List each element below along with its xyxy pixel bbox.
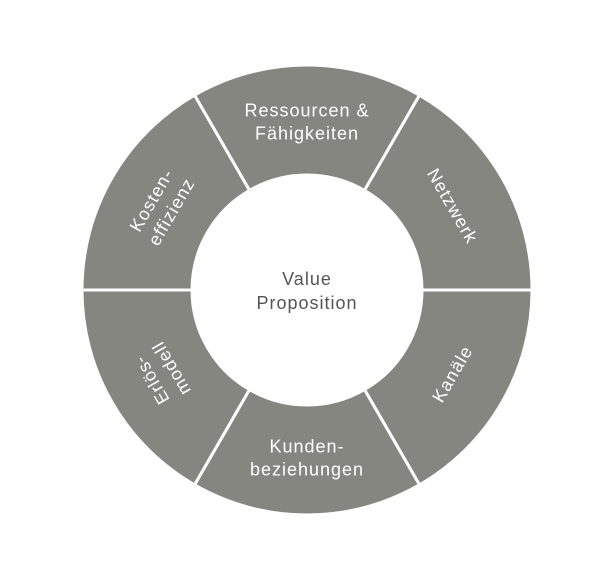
segment-netzwerk <box>362 93 534 292</box>
segment-label-line: Ressourcen & <box>244 101 369 121</box>
segment-label-line: Kunden- <box>269 437 344 457</box>
segment-erloes <box>80 288 252 487</box>
segment-ressourcen <box>192 63 422 193</box>
segment-kunden <box>192 387 422 517</box>
segment-kosten <box>80 93 252 292</box>
center-label-line2: Proposition <box>256 293 357 313</box>
segment-kanaele <box>362 288 534 487</box>
segment-label-line: beziehungen <box>250 460 364 480</box>
segment-label-ressourcen: Ressourcen & Fähigkeiten <box>244 101 369 144</box>
segment-label-kunden: Kunden-beziehungen <box>250 437 364 480</box>
segment-label-line: Fähigkeiten <box>255 124 359 144</box>
center-label-line1: Value <box>282 269 332 289</box>
